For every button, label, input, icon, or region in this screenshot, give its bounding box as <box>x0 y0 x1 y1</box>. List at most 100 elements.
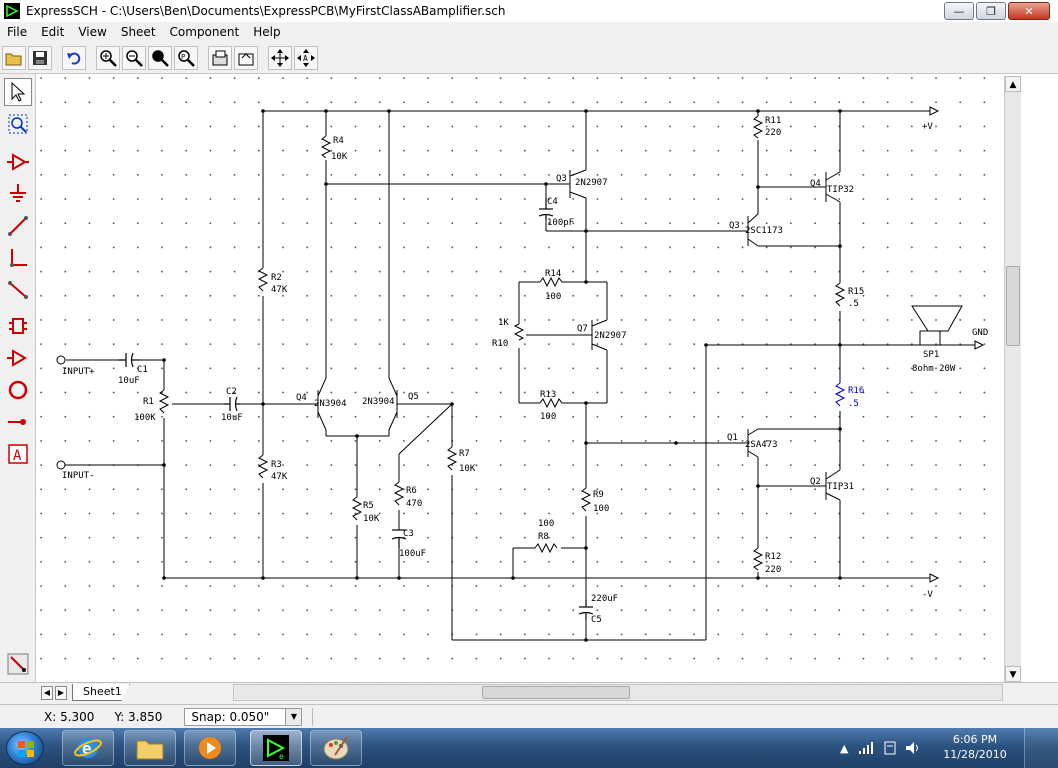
ic-tool-button[interactable] <box>4 312 32 340</box>
taskbar-file-explorer[interactable] <box>124 730 176 766</box>
tab-prev-button[interactable]: ◀ <box>41 686 53 700</box>
tab-next-button[interactable]: ▶ <box>55 686 67 700</box>
svg-text:P: P <box>181 53 185 61</box>
minimize-icon: — <box>953 4 965 18</box>
r6-ref: R6 <box>406 486 417 496</box>
c1-ref: C1 <box>137 365 148 375</box>
arrow-left-icon: ◀ <box>43 688 51 697</box>
scroll-up-button[interactable]: ▲ <box>1005 76 1021 92</box>
text-tool-button[interactable]: A <box>4 440 32 468</box>
horizontal-scrollbar[interactable] <box>233 684 1003 701</box>
auto-route-button[interactable]: A <box>294 45 318 70</box>
show-hidden-icons-button[interactable]: ▲ <box>840 741 849 755</box>
start-button[interactable] <box>6 731 44 765</box>
zoom-out-icon <box>126 49 143 67</box>
show-desktop-button[interactable] <box>1024 728 1058 768</box>
restore-button[interactable]: ❐ <box>976 2 1006 20</box>
undo-button[interactable] <box>62 45 86 70</box>
pan-button[interactable] <box>268 45 292 70</box>
menu-sheet[interactable]: Sheet <box>120 25 156 39</box>
taskbar-paint[interactable] <box>310 730 362 766</box>
clock-date: 11/28/2010 <box>943 748 1007 761</box>
minimize-button[interactable]: — <box>944 2 974 20</box>
properties-button[interactable] <box>208 45 232 70</box>
chevron-down-icon: ▼ <box>285 708 302 725</box>
c2-ref: C2 <box>226 387 237 397</box>
vertical-scroll-thumb[interactable] <box>1006 266 1020 346</box>
circle-tool-button[interactable] <box>4 376 32 404</box>
taskbar-clock[interactable]: 6:06 PM 11/28/2010 <box>938 732 1012 762</box>
r4-ref: R4 <box>333 136 344 146</box>
save-button[interactable] <box>28 45 52 70</box>
vertical-scrollbar[interactable]: ▲ ▼ <box>1004 76 1021 682</box>
taskbar-internet-explorer[interactable]: e <box>62 730 114 766</box>
horizontal-scroll-thumb[interactable] <box>482 686 630 699</box>
menu-help[interactable]: Help <box>253 25 281 39</box>
open-button[interactable] <box>2 45 26 70</box>
q3-value: 2N2907 <box>575 178 608 188</box>
network-signal-icon[interactable] <box>858 741 876 755</box>
r11-value: 220 <box>765 128 781 138</box>
component-tool-button[interactable] <box>4 148 32 176</box>
r1-ref: R1 <box>143 397 154 407</box>
wire-tool-button[interactable] <box>4 212 32 240</box>
scroll-down-button[interactable]: ▼ <box>1005 666 1021 682</box>
pan-icon <box>271 48 289 67</box>
action-center-icon[interactable] <box>882 740 898 756</box>
schematic-canvas[interactable]: +V -V INPUT+ INPUT- GND R4 10K R2 47K R3… <box>37 76 1004 682</box>
menu-view[interactable]: View <box>78 25 107 39</box>
q4-value: 2N3904 <box>314 399 347 409</box>
r13-ref: R13 <box>540 390 556 400</box>
snap-tool-button[interactable] <box>4 650 32 678</box>
tab-sheet1[interactable]: Sheet1 <box>72 684 130 701</box>
r10-value: 1K <box>498 318 509 328</box>
zoom-area-button[interactable] <box>148 45 172 70</box>
svg-text:A: A <box>303 54 308 63</box>
snap-dropdown[interactable]: Snap: 0.050" ▼ <box>184 707 303 726</box>
bend-wire-tool-button[interactable] <box>4 244 32 272</box>
ground-icon <box>10 184 26 202</box>
zoom-out-button[interactable] <box>122 45 146 70</box>
select-tool-button[interactable] <box>4 78 32 106</box>
r9-ref: R9 <box>593 490 604 500</box>
zoom-area-icon <box>152 49 169 67</box>
menu-component[interactable]: Component <box>169 25 240 39</box>
auto-route-icon: A <box>297 48 315 67</box>
close-button[interactable]: ✕ <box>1008 2 1050 20</box>
r6-value: 470 <box>406 499 422 509</box>
q4-out-ref: Q4 <box>810 179 821 189</box>
ic-icon <box>9 318 27 334</box>
zoom-fit-button[interactable]: P <box>174 45 198 70</box>
zoom-select-tool-button[interactable] <box>4 110 32 138</box>
triangle-tool-button[interactable] <box>4 344 32 372</box>
ground-tool-button[interactable] <box>4 180 32 208</box>
pin-icon <box>8 419 26 425</box>
menu-edit[interactable]: Edit <box>41 25 65 39</box>
r14-ref: R14 <box>545 269 561 279</box>
svg-text:e: e <box>82 739 92 758</box>
pin-tool-button[interactable] <box>4 408 32 436</box>
expresssch-app-icon[interactable] <box>4 3 20 19</box>
r15-value: .5 <box>848 299 859 309</box>
taskbar-expresssch[interactable]: e <box>250 730 302 766</box>
diagonal-wire-tool-button[interactable] <box>4 276 32 304</box>
volume-icon[interactable] <box>904 740 920 756</box>
r2-value: 47K <box>271 285 288 295</box>
c4-value: 100pF <box>547 218 574 228</box>
r5-ref: R5 <box>363 501 374 511</box>
c5-value: 220uF <box>591 594 618 604</box>
print-button[interactable] <box>234 45 258 70</box>
taskbar-media-player[interactable] <box>184 730 236 766</box>
q5-value: 2N3904 <box>362 397 395 407</box>
q4-ref: Q4 <box>296 393 307 403</box>
save-icon <box>33 50 47 65</box>
zoom-in-button[interactable] <box>96 45 120 70</box>
menu-file[interactable]: File <box>7 25 28 39</box>
windows-logo-icon <box>18 741 34 757</box>
arrow-right-icon: ▶ <box>57 688 65 697</box>
r12-value: 220 <box>765 565 781 575</box>
toolbar: P A <box>0 42 1058 74</box>
r2-ref: R2 <box>271 273 282 283</box>
c3-ref: C3 <box>403 529 414 539</box>
r1-value: 100K <box>134 413 156 423</box>
